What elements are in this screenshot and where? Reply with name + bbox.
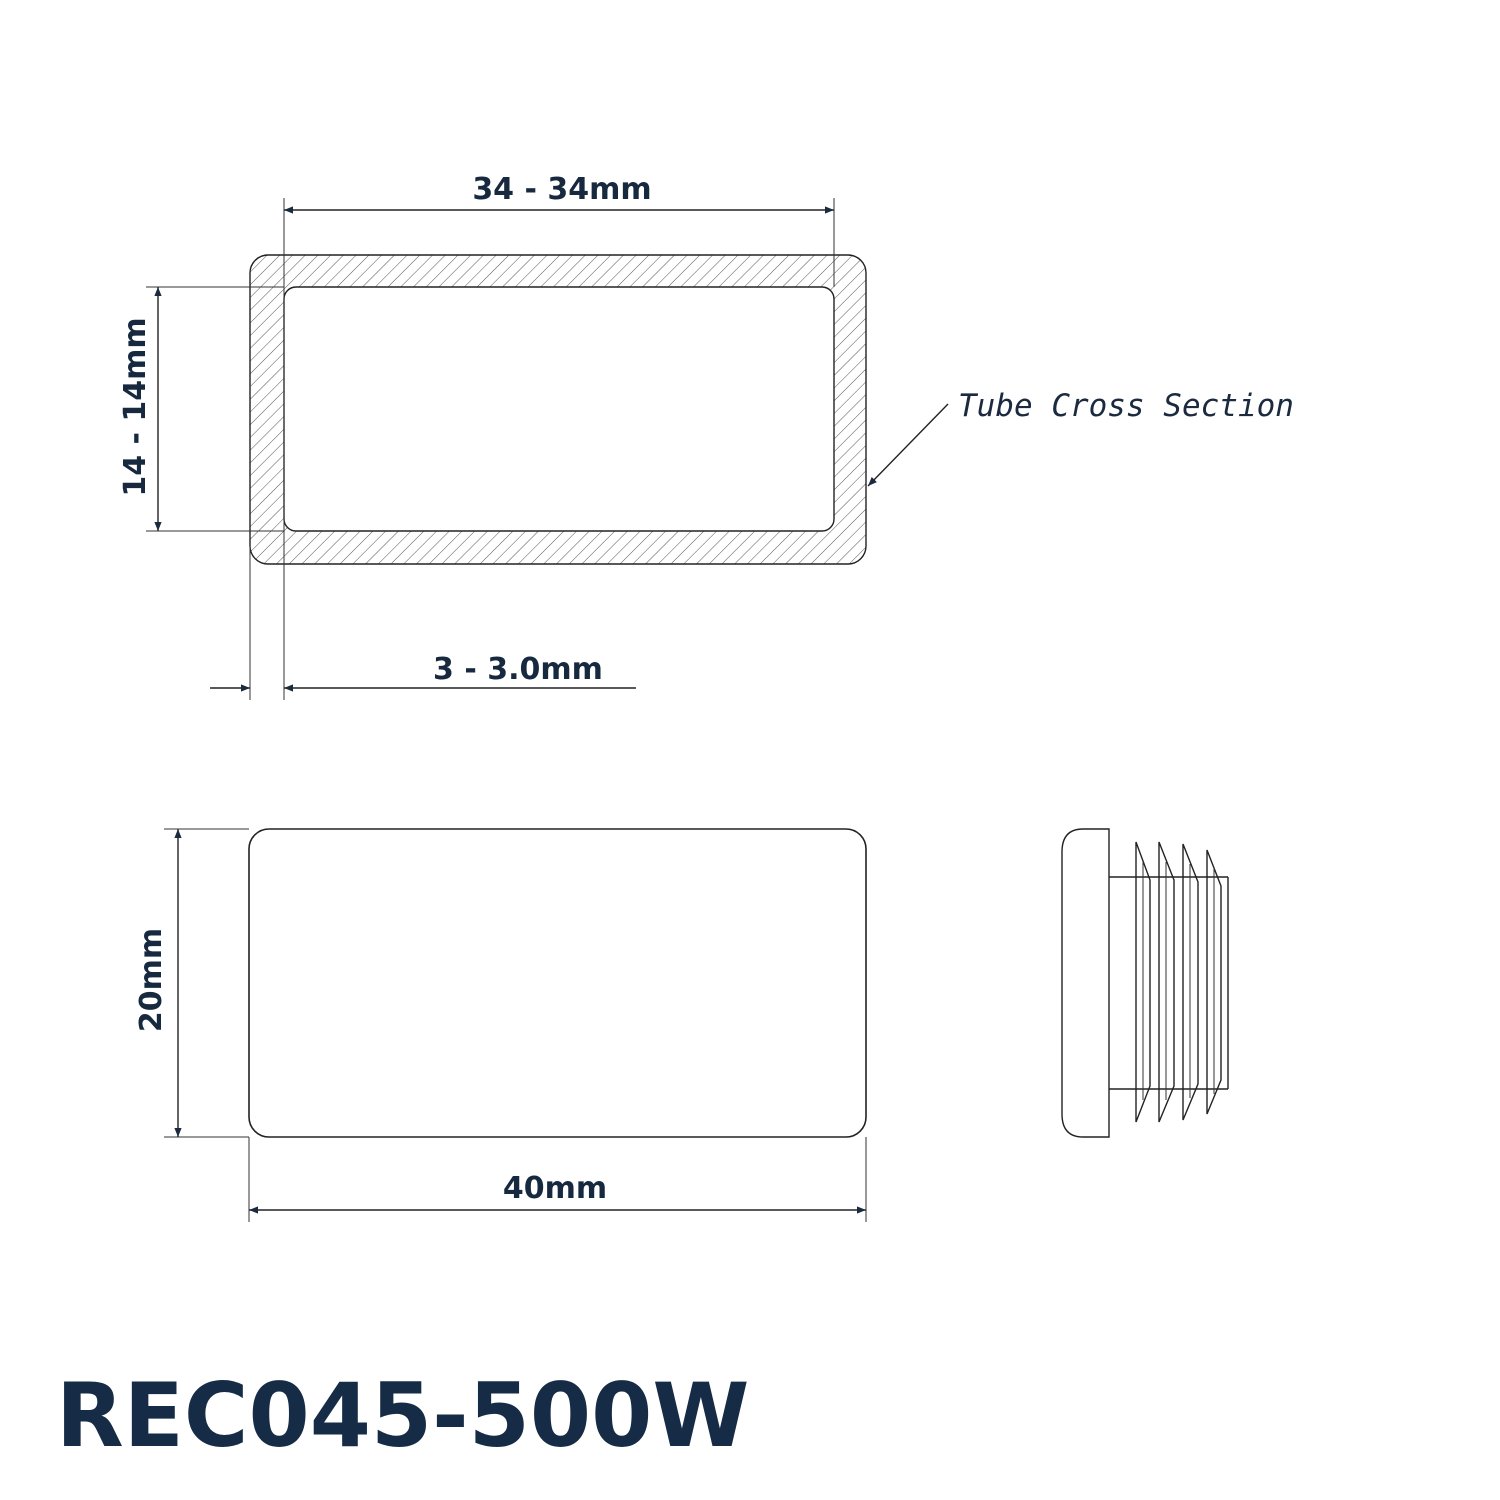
cap-fin-1 [1135,841,1151,1123]
product-code: REC045-500W [56,1364,749,1467]
cap-front-view: 20mm 40mm [134,828,867,1222]
wall-dimension-label: 3 - 3.0mm [433,652,603,687]
front-width-dimension-label: 40mm [503,1171,607,1206]
cap-face-outline [248,828,867,1138]
width-dimension-label: 34 - 34mm [472,172,651,207]
tube-wall-hatch [249,254,867,565]
cap-fin-3 [1182,843,1199,1121]
cap-side-view [1061,828,1229,1138]
front-height-dimension-label: 20mm [134,928,169,1032]
cap-head-profile [1061,828,1110,1138]
cap-fin-2 [1158,841,1175,1123]
cross-section-leader-line [867,403,949,487]
tube-cross-section: 34 - 34mm 14 - 14mm 3 - 3.0mm Tube Cross… [118,172,1294,700]
cross-section-note: Tube Cross Section [958,388,1294,424]
height-dimension-label: 14 - 14mm [118,317,153,496]
cap-fin-4 [1206,849,1222,1115]
